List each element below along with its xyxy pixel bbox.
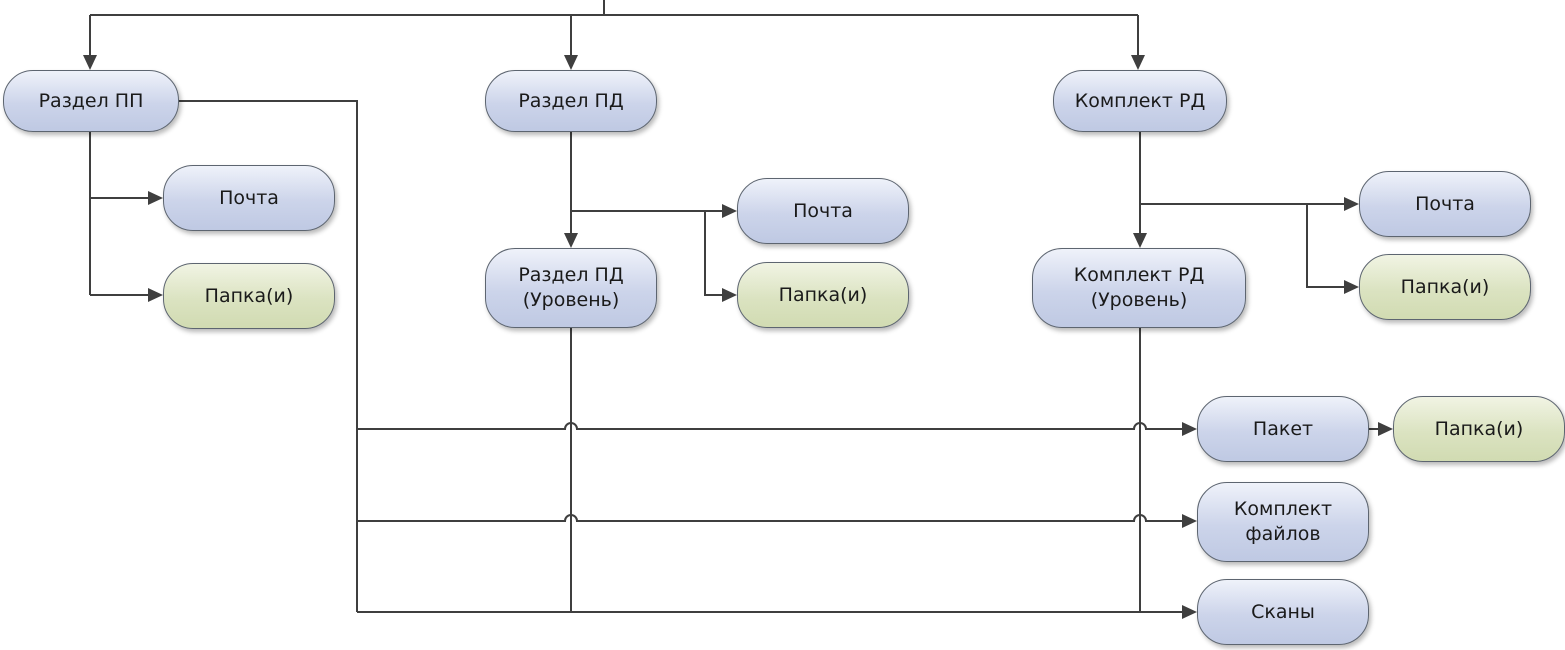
bus-to-paket-line (357, 422, 1189, 430)
rd-papka-arrowhead (1344, 280, 1359, 294)
node-komplekt-failov[interactable]: Комплект файлов (1197, 482, 1369, 562)
pd-papka-arrowhead (722, 288, 737, 302)
pd-uroven-arrowhead (564, 233, 578, 248)
node-paket[interactable]: Пакет (1197, 396, 1369, 462)
node-razdel-pd[interactable]: Раздел ПД (485, 70, 657, 132)
pp-papka-arrowhead (148, 288, 163, 302)
node-razdel-pp[interactable]: Раздел ПП (3, 70, 179, 132)
pd-pochta-arrowhead (722, 204, 737, 218)
razdel-pp-arrowhead (83, 55, 97, 70)
rd-uroven-arrowhead (1133, 233, 1147, 248)
node-rd-papka[interactable]: Папка(и) (1359, 254, 1531, 320)
node-pd-uroven[interactable]: Раздел ПД (Уровень) (485, 248, 657, 328)
razdel-pd-arrowhead (564, 55, 578, 70)
bus-to-komplekt-failov-line (357, 514, 1189, 522)
komplekt-failov-arrowhead (1182, 514, 1197, 528)
node-pp-papka[interactable]: Папка(и) (163, 263, 335, 329)
node-skany[interactable]: Сканы (1197, 579, 1369, 645)
skany-arrowhead (1182, 605, 1197, 619)
node-rd-pochta[interactable]: Почта (1359, 171, 1531, 237)
node-pp-pochta[interactable]: Почта (163, 165, 335, 231)
paket-arrowhead (1182, 422, 1197, 436)
node-pd-pochta[interactable]: Почта (737, 178, 909, 244)
node-paket-papka[interactable]: Папка(и) (1393, 396, 1565, 462)
node-komplekt-rd[interactable]: Комплект РД (1053, 70, 1227, 132)
node-pd-papka[interactable]: Папка(и) (737, 262, 909, 328)
pp-feeder-trunk-line (179, 100, 358, 612)
pd-to-papka-line (704, 211, 729, 296)
komplekt-rd-arrowhead (1131, 55, 1145, 70)
rd-pochta-arrowhead (1344, 197, 1359, 211)
rd-to-papka-line (1306, 204, 1351, 288)
node-rd-uroven[interactable]: Комплект РД (Уровень) (1032, 248, 1246, 328)
pp-pochta-arrowhead (148, 191, 163, 205)
paket-papka-arrowhead (1378, 422, 1393, 436)
